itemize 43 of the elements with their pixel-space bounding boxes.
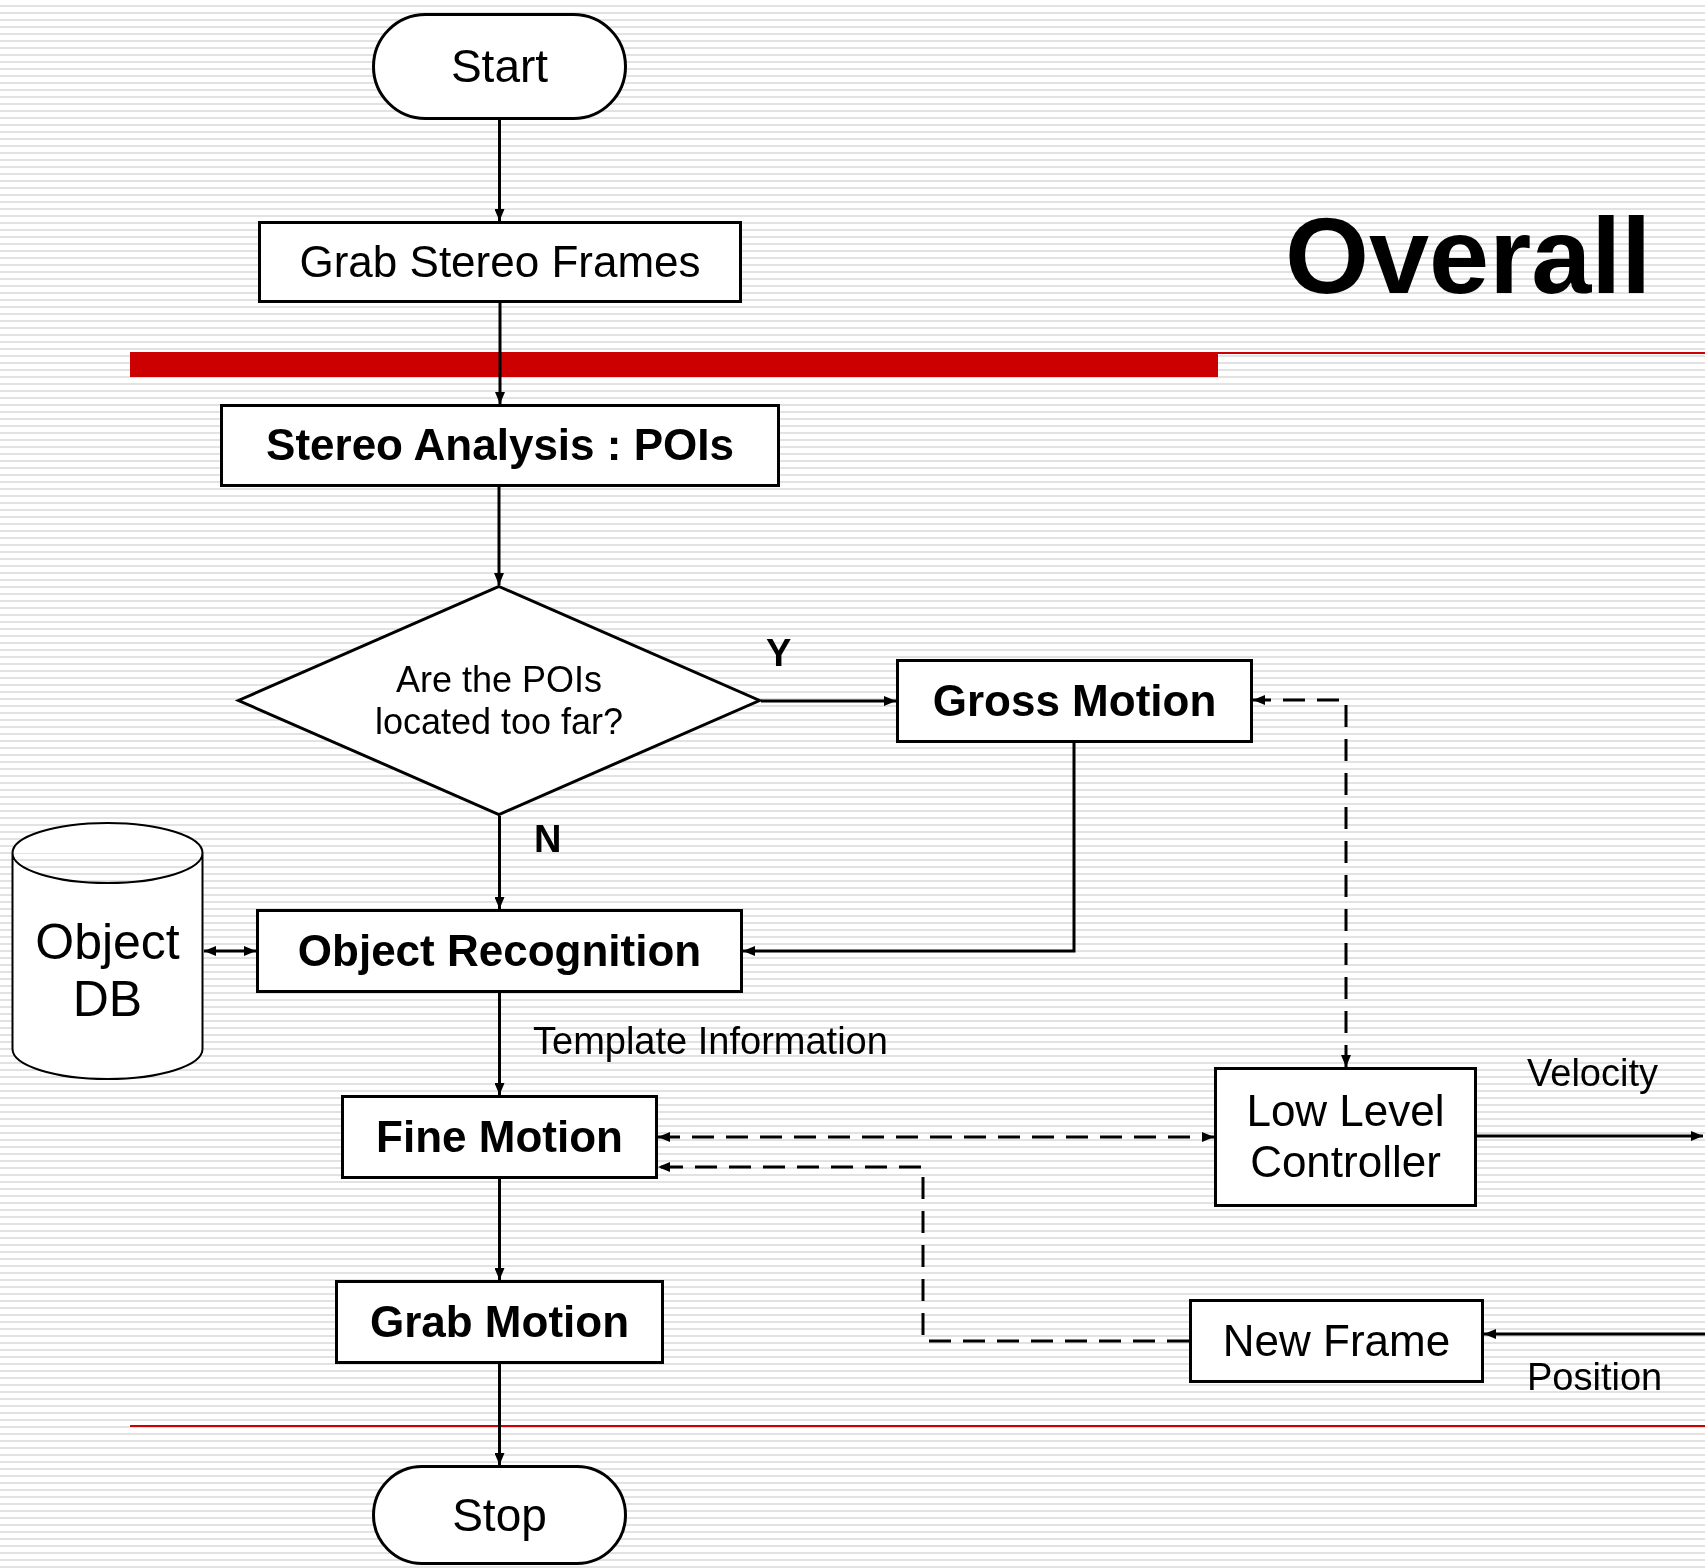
- node-label: Start: [450, 40, 549, 93]
- process-box: [896, 659, 1253, 743]
- arrow: [761, 696, 896, 706]
- node-label: Are the POIs located too far?: [373, 659, 625, 742]
- process-box: [258, 221, 742, 303]
- arrow: [1484, 1329, 1705, 1339]
- arrow: [204, 946, 256, 956]
- edge-label: Position: [1527, 1356, 1663, 1399]
- edge-label: N: [534, 818, 562, 861]
- dashed-arrow: [658, 1162, 1189, 1343]
- process-box: [256, 909, 743, 993]
- node-label: Object Recognition: [297, 925, 702, 977]
- node-label: Stereo Analysis : POIs: [266, 420, 734, 471]
- arrow: [743, 743, 1076, 956]
- edge-label: Y: [766, 632, 792, 675]
- node-label: Stop: [452, 1488, 547, 1542]
- node-label: Gross Motion: [932, 675, 1217, 727]
- process-box: [341, 1095, 658, 1179]
- process-box: [335, 1280, 664, 1364]
- dashed-arrow: [658, 1132, 1214, 1142]
- edge-label: Velocity: [1527, 1052, 1658, 1095]
- process-box: [220, 404, 780, 487]
- arrow: [494, 1179, 505, 1280]
- arrow: [1477, 1131, 1703, 1141]
- node-label: Low Level Controller: [1245, 1086, 1446, 1188]
- node-label: Object DB: [34, 913, 181, 1029]
- database-cylinder: [11, 823, 204, 1079]
- arrow: [495, 303, 505, 404]
- arrow: [494, 993, 505, 1095]
- dashed-arrow: [1253, 695, 1351, 1067]
- node-label: Fine Motion: [376, 1111, 623, 1163]
- decision-diamond: [237, 585, 761, 816]
- arrow: [494, 816, 505, 909]
- edge-label: Template Information: [533, 1020, 888, 1063]
- arrow: [494, 120, 505, 221]
- node-label: Grab Stereo Frames: [299, 236, 701, 288]
- slide-title: Overall: [1285, 194, 1652, 318]
- process-box: [1189, 1299, 1484, 1383]
- node-label: New Frame: [1222, 1315, 1451, 1367]
- process-box: [1214, 1067, 1477, 1207]
- arrow: [494, 487, 504, 585]
- arrow: [494, 1364, 505, 1465]
- node-label: Grab Motion: [369, 1296, 630, 1348]
